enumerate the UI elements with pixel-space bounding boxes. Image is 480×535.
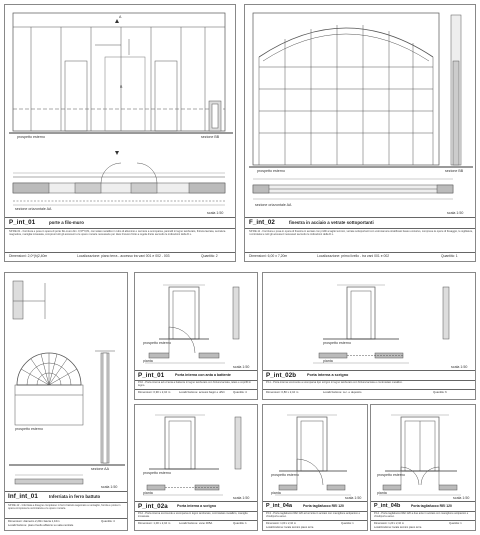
location-text: Localizzazione: piano livello affaccio s… — [8, 523, 74, 527]
element-title: Porta tagliafuoco REI 120 — [303, 504, 344, 508]
sheet-f-int-02: prospetto esterno sezione BB sezione ori… — [244, 4, 476, 262]
quantity-text: Quantità: 1 — [449, 522, 462, 525]
element-description: SP.0/E.01 - Fornitura e posa in opera di… — [9, 230, 226, 237]
element-title: Porta interna a scrigno — [177, 504, 217, 508]
window-drawing — [249, 12, 473, 200]
axis-a-label: A — [119, 15, 122, 19]
quantity-text: Quantità: 1 — [441, 254, 458, 258]
quantity-text: Quantità: 1 — [233, 521, 247, 525]
section-label: sezione AA — [91, 467, 109, 471]
plan-label: sezione orizzontale AA — [255, 203, 292, 207]
element-description: SP.0/E.11 - Fornitura e posa in opera di… — [249, 230, 473, 237]
element-title: Porta tagliafuoco REI 120 — [411, 504, 452, 508]
door-drawing — [143, 414, 242, 496]
plan-label: pianta — [377, 491, 387, 495]
element-description: P.10 - Porta interna ad un'anta a batten… — [138, 381, 252, 388]
sheet-p-int-04b: prospetto esterno pianta scala 1:50 P_in… — [370, 404, 476, 531]
door-drawing — [275, 414, 351, 496]
plan-label: pianta — [323, 359, 333, 363]
element-code: P_int_04b — [374, 503, 401, 509]
sheet-p-int-04a: prospetto esterno pianta scala 1:50 P_in… — [262, 404, 368, 531]
prospect-label: prospetto esterno — [323, 341, 351, 345]
prospect-label: prospetto esterno — [15, 427, 43, 431]
quantity-text: Quantità: 2 — [201, 254, 218, 258]
scale-label: scala 1:50 — [345, 496, 362, 500]
element-code: P_int_02b — [266, 372, 297, 379]
section-label: sezione BB — [445, 169, 464, 173]
element-title: Porta interna a scrigno — [307, 373, 349, 377]
quantity-text: Quantità: 4 — [233, 390, 247, 394]
quantity-text: Quantità: 1 — [341, 522, 354, 525]
location-text: Localizzazione: piano terra - accesso tr… — [77, 254, 170, 258]
elevation-drawing — [9, 12, 233, 206]
axis-b-label: B — [120, 85, 123, 89]
dimensions-text: Dimensioni: 2,0*(h)2,40m — [9, 254, 48, 258]
element-code: P_int_01 — [9, 219, 36, 226]
location-text: Localizzazione: primo livello - tra vani… — [317, 254, 390, 258]
element-code: P_int_04a — [266, 503, 293, 509]
dimensions-text: Dimensioni: 1,20 x 2,10 m — [374, 522, 404, 525]
prospect-label: prospetto esterno — [17, 135, 45, 139]
railing-drawing — [9, 280, 125, 485]
element-code: P_int_01 — [138, 372, 165, 379]
sheet-p-int-02a: prospetto esterno pianta scala 1:50 P_in… — [134, 404, 258, 531]
door-drawing — [379, 414, 461, 496]
element-title: porte a filo-muro — [49, 220, 84, 225]
section-label: sezione BB — [201, 135, 220, 139]
scale-label: scala 1:50 — [447, 211, 464, 215]
sheet-p-int-01: A B prospetto esterno sezione BB sezione… — [4, 4, 236, 262]
location-text: Localizzazione: locale tecnico piano ter… — [374, 526, 422, 529]
scale-label: scala 1:50 — [101, 485, 118, 489]
scale-label: scala 1:50 — [207, 211, 224, 215]
door-drawing — [313, 284, 450, 364]
element-description: P.11 - Porta interna scorrevole a scompa… — [266, 381, 403, 384]
quantity-text: Quantità: 4 — [101, 519, 115, 523]
prospect-label: prospetto esterno — [377, 473, 405, 477]
prospect-label: prospetto esterno — [143, 471, 171, 475]
plan-label: pianta — [143, 491, 153, 495]
element-code: P_int_02a — [138, 503, 168, 510]
prospect-label: prospetto esterno — [257, 169, 285, 173]
scale-label: scala 1:50 — [233, 365, 250, 369]
element-code: F_int_02 — [249, 219, 275, 226]
location-text: Localizzazione: w.c. e deposito — [323, 390, 362, 394]
plan-label: sezione orizzontale AA — [15, 207, 52, 211]
dimensions-text: Dimensioni: diametro 2,20m fascia 1,10m — [8, 519, 60, 523]
door-drawing — [145, 284, 240, 364]
scale-label: scala 1:50 — [453, 496, 470, 500]
sheet-p-int-02b: prospetto esterno pianta scala 1:50 P_in… — [262, 272, 476, 400]
element-description: P.12 - Porta interna scorrevole a scompa… — [138, 512, 248, 519]
location-text: Localizzazione: vano 005A — [179, 521, 213, 525]
dimensions-text: Dimensioni: 0,80 x 2,10 m — [266, 390, 299, 394]
prospect-label: prospetto esterno — [143, 341, 171, 345]
element-title: Porta interna con anta a battente — [175, 373, 231, 377]
element-description: P.13 - Porta tagliafuoco REI 120 ad un'a… — [266, 512, 361, 519]
plan-label: pianta — [271, 491, 281, 495]
location-text: Localizzazione: locale tecnico piano ter… — [266, 526, 314, 529]
dimensions-text: Dimensioni: 0,90 x 2,10 m — [138, 390, 171, 394]
element-description: P.14 - Porta tagliafuoco REI 120 a due a… — [374, 512, 469, 519]
element-code: Inf_int_01 — [8, 493, 38, 500]
location-text: Localizzazione: accessi bagni e uffici — [179, 390, 225, 394]
dimensions-text: Dimensioni: 1,00 x 2,10 m — [266, 522, 296, 525]
dimensions-text: Dimensioni: 1,00 x 2,10 m — [138, 521, 171, 525]
sheet-p-int-01-battente: prospetto esterno pianta scala 1:50 P_in… — [134, 272, 258, 400]
element-description: SP.0/E.12 - Inferriata a disegno comples… — [8, 504, 121, 511]
element-title: Inferriata in ferro battuto — [49, 494, 101, 499]
element-title: finestra in acciaio a vetrate sottoporta… — [289, 220, 374, 225]
plan-label: pianta — [143, 359, 153, 363]
sheet-inf-int-01: prospetto esterno sezione AA scala 1:50 … — [4, 272, 128, 531]
quantity-text: Quantità: 6 — [433, 390, 447, 394]
prospect-label: prospetto esterno — [271, 473, 299, 477]
dimensions-text: Dimensioni: 6,00 x 7,20m — [249, 254, 288, 258]
scale-label: scala 1:50 — [451, 365, 468, 369]
scale-label: scala 1:50 — [233, 496, 250, 500]
